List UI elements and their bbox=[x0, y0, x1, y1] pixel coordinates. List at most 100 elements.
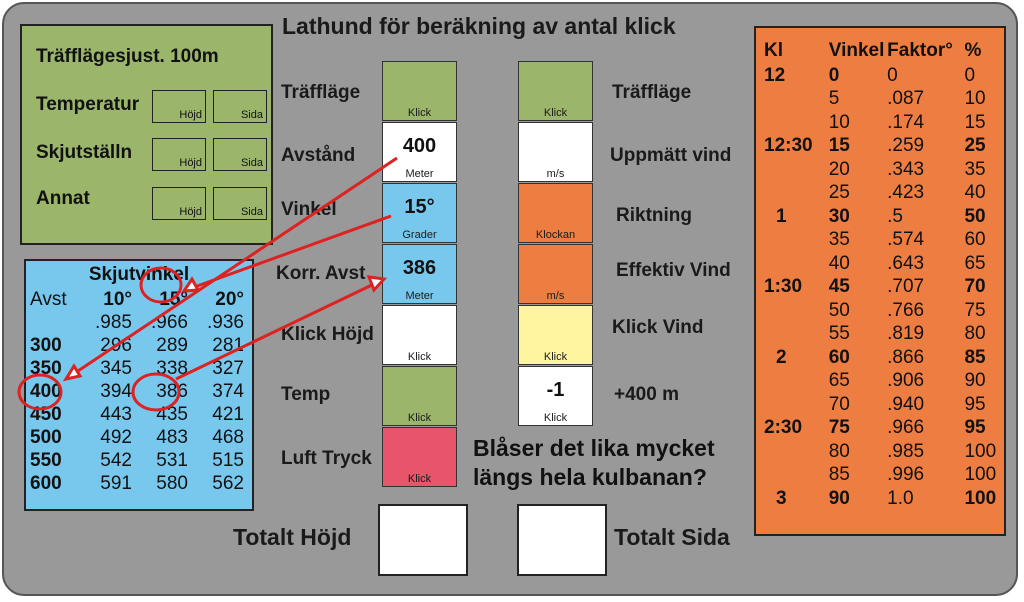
angle-cell: 0 bbox=[828, 64, 840, 86]
factor-cell: .819 bbox=[887, 323, 925, 345]
header-cell: Faktor° bbox=[887, 40, 953, 61]
skjutstalln-sida-field[interactable]: Sida bbox=[213, 138, 267, 171]
percent-cell: 0 bbox=[964, 64, 976, 86]
uppmatt-vind-box[interactable]: m/s bbox=[518, 122, 593, 182]
cheat-sheet-card: Lathund för beräkning av antal klick Trä… bbox=[2, 2, 1018, 596]
table-row: 55 .819 80 bbox=[764, 323, 1004, 347]
factor-cell: .940 bbox=[887, 393, 925, 415]
riktning-box[interactable]: Klockan bbox=[518, 183, 593, 243]
clock-cell bbox=[764, 182, 829, 206]
vinkel-box[interactable]: 15°Grader bbox=[382, 183, 457, 243]
value-cell: 281 bbox=[212, 334, 244, 356]
clock-cell bbox=[764, 299, 829, 323]
traffläge-right-box[interactable]: Klick bbox=[518, 61, 593, 121]
header-cell: % bbox=[964, 40, 982, 61]
totalt-hojd-label: Totalt Höjd bbox=[233, 524, 352, 550]
factor-cell: .259 bbox=[887, 135, 925, 157]
angle-cell: 50 bbox=[828, 299, 850, 321]
annat-sida-field[interactable]: Sida bbox=[213, 187, 267, 220]
totalt-hojd-box[interactable] bbox=[378, 504, 468, 576]
temperatur-hojd-field[interactable]: Höjd bbox=[152, 90, 206, 123]
page-title: Lathund för beräkning av antal klick bbox=[282, 13, 676, 39]
temp-box[interactable]: Klick bbox=[382, 366, 457, 426]
distance-cell: 400 bbox=[30, 380, 62, 402]
value-cell: 435 bbox=[156, 403, 188, 425]
clock-cell bbox=[764, 323, 829, 347]
traffläge-left-label: Träffläge bbox=[281, 82, 361, 103]
annat-hojd-field[interactable]: Höjd bbox=[152, 187, 206, 220]
clock-cell: 1:30 bbox=[764, 276, 803, 298]
header-cell: Avst bbox=[30, 288, 67, 310]
factor-cell: .174 bbox=[887, 111, 925, 133]
percent-cell: 70 bbox=[964, 276, 986, 298]
value-cell: 580 bbox=[156, 472, 188, 494]
value-cell: 443 bbox=[100, 403, 132, 425]
percent-cell: 100 bbox=[964, 440, 997, 462]
distance-cell: 350 bbox=[30, 357, 62, 379]
traffläge-left-box[interactable]: Klick bbox=[382, 61, 457, 121]
clock-cell bbox=[764, 252, 829, 276]
percent-cell: 80 bbox=[964, 323, 986, 345]
temperatur-sida-field[interactable]: Sida bbox=[213, 90, 267, 123]
factor-cell: .574 bbox=[887, 229, 925, 251]
effektiv-vind-box[interactable]: m/s bbox=[518, 244, 593, 304]
value-cell: 374 bbox=[212, 380, 244, 402]
percent-cell: 100 bbox=[964, 487, 997, 509]
avstand-label: Avstånd bbox=[281, 145, 356, 166]
table-row: 400 394 386 374 bbox=[30, 380, 244, 403]
korr-avst-label: Korr. Avst bbox=[276, 263, 366, 284]
angle-cell: 90 bbox=[828, 487, 850, 509]
zero-adjust-panel: Träfflägesjust. 100m Temperatur Höjd Sid… bbox=[20, 24, 273, 245]
percent-cell: 95 bbox=[964, 417, 986, 439]
value-cell: 591 bbox=[100, 472, 132, 494]
temp-label: Temp bbox=[281, 384, 331, 405]
angle-cell: 85 bbox=[828, 464, 850, 486]
factor-cell: 0 bbox=[887, 64, 898, 86]
percent-cell: 35 bbox=[964, 158, 986, 180]
value-cell: 421 bbox=[212, 403, 244, 425]
luft-tryck-box[interactable]: Klick bbox=[382, 427, 457, 487]
klick-vind-box[interactable]: Klick bbox=[518, 305, 593, 365]
factor-cell: .936 bbox=[207, 311, 244, 333]
skjutvinkel-factor-row: .985 .966 .936 bbox=[30, 311, 244, 334]
factor-cell: .087 bbox=[887, 88, 925, 110]
percent-cell: 60 bbox=[964, 229, 986, 251]
percent-cell: 25 bbox=[964, 135, 986, 157]
percent-cell: 40 bbox=[964, 182, 986, 204]
angle-cell: 65 bbox=[828, 370, 850, 392]
question-line-2: längs hela kulbanan? bbox=[473, 464, 707, 490]
clock-cell bbox=[764, 88, 829, 112]
clock-cell bbox=[764, 111, 829, 135]
value-cell: 394 bbox=[100, 380, 132, 402]
clock-cell: 2 bbox=[776, 346, 787, 368]
percent-cell: 65 bbox=[964, 252, 986, 274]
riktning-label: Riktning bbox=[616, 205, 692, 226]
totalt-sida-label: Totalt Sida bbox=[614, 524, 730, 550]
klick-hojd-box[interactable]: Klick bbox=[382, 305, 457, 365]
value-cell: 515 bbox=[212, 449, 244, 471]
totalt-sida-box[interactable] bbox=[517, 504, 607, 576]
factor-cell: .643 bbox=[887, 252, 925, 274]
skjutstalln-hojd-field[interactable]: Höjd bbox=[152, 138, 206, 171]
value-cell: 386 bbox=[156, 380, 188, 402]
value-cell: 296 bbox=[100, 334, 132, 356]
angle-cell: 55 bbox=[828, 323, 850, 345]
angle-cell: 70 bbox=[828, 393, 850, 415]
effektiv-vind-label: Effektiv Vind bbox=[616, 260, 731, 281]
